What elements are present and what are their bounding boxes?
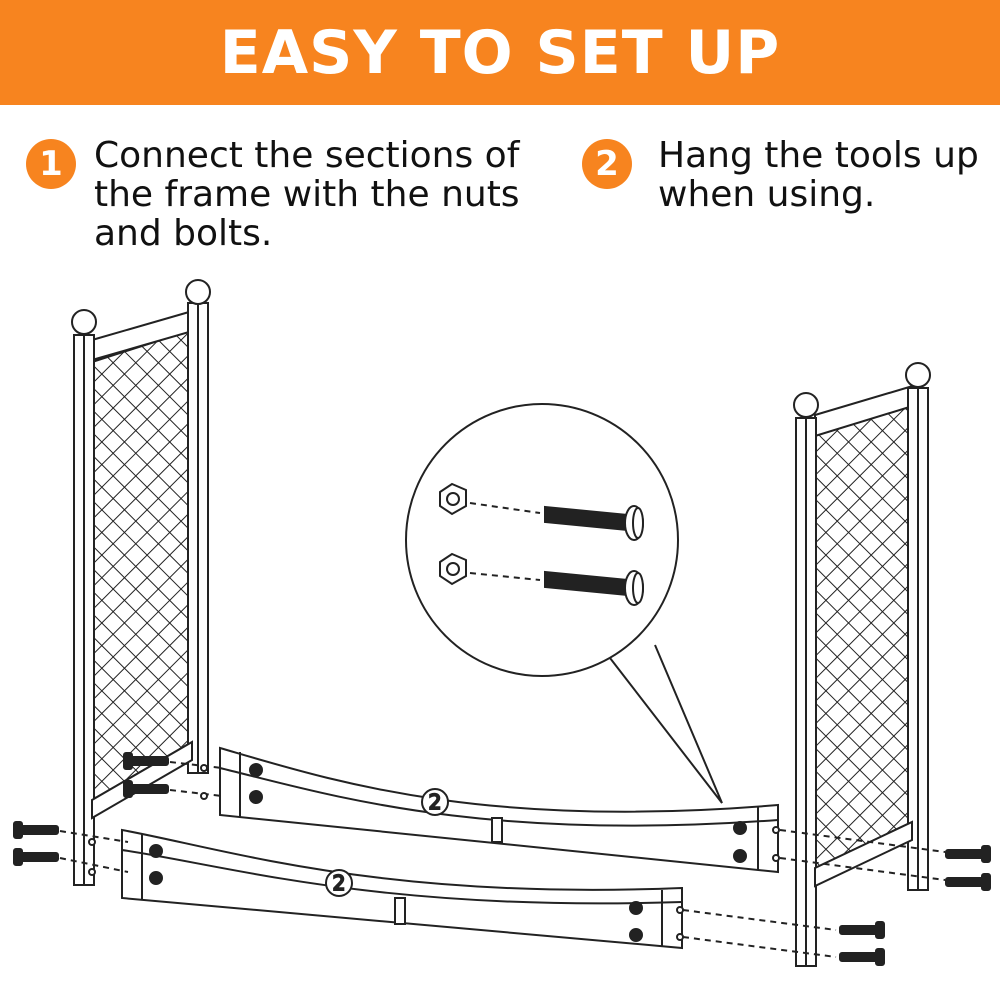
step-2: 2 Hang the tools up when using.: [582, 136, 1000, 214]
assembly-diagram: 2 2: [13, 279, 991, 967]
back-curved-rail: 2: [219, 746, 779, 874]
right-side-panel: [793, 362, 931, 967]
header-banner: EASY TO SET UP: [0, 0, 1000, 105]
zoom-callout: [405, 403, 723, 804]
front-rail-part-label: 2: [333, 871, 346, 895]
front-curved-rail: 2: [121, 828, 683, 950]
left-side-panel: [71, 279, 211, 886]
nut-icon: [439, 482, 467, 516]
step-1: 1 Connect the sections of the frame with…: [26, 136, 534, 253]
bolts: [13, 752, 991, 966]
step-2-text: Hang the tools up when using.: [658, 135, 979, 215]
step-1-text: Connect the sections of the frame with t…: [94, 135, 520, 254]
back-rail-part-label: 2: [429, 790, 442, 814]
banner-title: EASY TO SET UP: [219, 17, 781, 88]
bolt-icon: [544, 570, 644, 606]
bolt-icon: [544, 505, 644, 541]
nut-icon: [439, 552, 467, 586]
step-1-number-badge: 1: [26, 139, 76, 189]
step-2-number-badge: 2: [582, 139, 632, 189]
